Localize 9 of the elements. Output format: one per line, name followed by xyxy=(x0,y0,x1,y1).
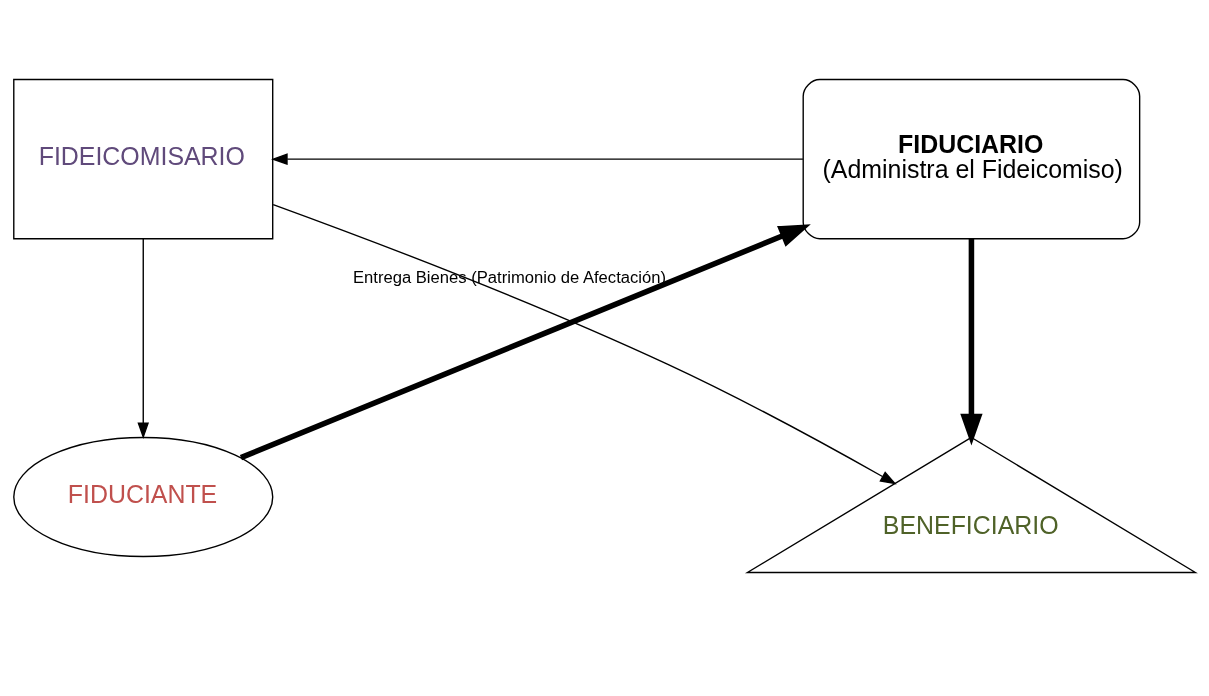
node-box: FIDEICOMISARIO xyxy=(13,78,274,239)
edge-label: Entrega Bienes (Patrimonio de Afectación) xyxy=(353,267,666,287)
arrow xyxy=(137,237,150,439)
arrow xyxy=(239,223,811,460)
node-box: FIDUCIARIO (Administra el Fideicomiso) xyxy=(802,78,1141,239)
arrow xyxy=(960,238,983,446)
arrow xyxy=(271,152,804,165)
node-ellipse: FIDUCIANTE xyxy=(13,436,274,557)
arrow xyxy=(272,203,897,485)
